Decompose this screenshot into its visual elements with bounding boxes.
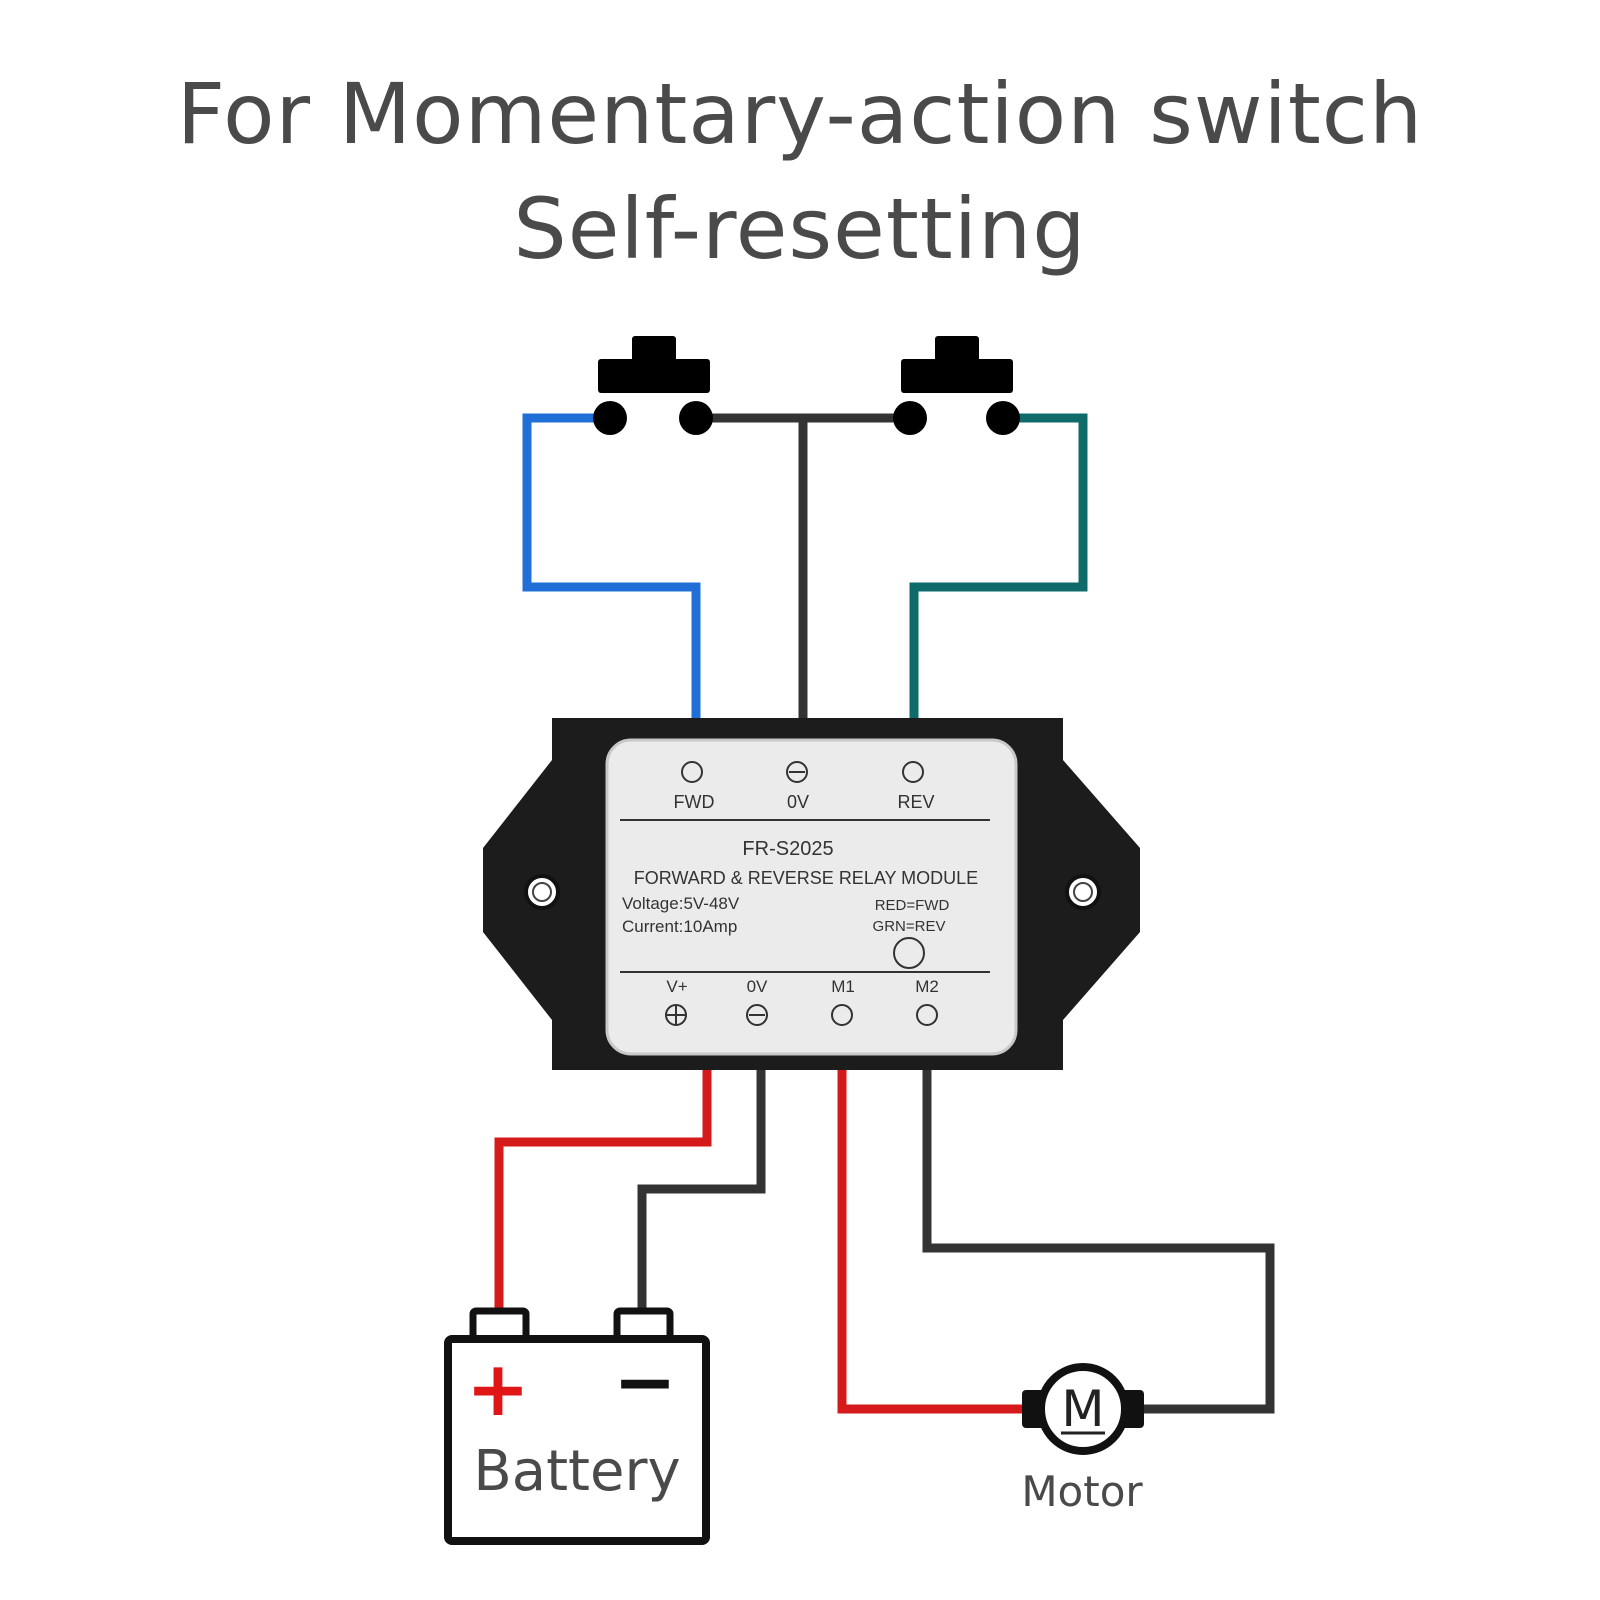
label-m2: M2 xyxy=(915,977,939,996)
wire-motor-m1 xyxy=(837,1070,1022,1414)
motor-symbol: M xyxy=(1061,1380,1104,1438)
label-fwd: FWD xyxy=(674,792,715,812)
label-vplus: V+ xyxy=(666,977,687,996)
label-0v-top: 0V xyxy=(787,792,809,812)
battery-minus-sign: − xyxy=(613,1337,677,1426)
label-0v-bottom: 0V xyxy=(747,977,768,996)
motor: M Motor xyxy=(1021,1363,1144,1516)
battery: + − Battery xyxy=(444,1307,710,1545)
motor-body xyxy=(1037,1363,1129,1455)
terminal-m1 xyxy=(831,1004,853,1026)
switch-rev xyxy=(893,336,1020,435)
terminal-0v-bottom xyxy=(746,1004,768,1026)
module-voltage: Voltage:5V-48V xyxy=(622,894,740,913)
label-m1: M1 xyxy=(831,977,855,996)
switch-fwd xyxy=(593,336,713,435)
status-led xyxy=(893,937,925,969)
title-line-1: For Momentary-action switch xyxy=(176,65,1424,163)
terminal-0v-top xyxy=(786,761,808,783)
switch-fwd-contact-1 xyxy=(593,401,627,435)
switch-rev-contact-2 xyxy=(986,401,1020,435)
mount-hole-left xyxy=(524,874,560,910)
wire-motor-m2 xyxy=(922,1070,1275,1414)
label-rev: REV xyxy=(897,792,934,812)
battery-body xyxy=(444,1335,710,1545)
title-line-2: Self-resetting xyxy=(513,180,1087,278)
battery-label: Battery xyxy=(473,1439,680,1504)
module-current: Current:10Amp xyxy=(622,917,737,936)
terminal-fwd xyxy=(681,761,703,783)
motor-label: Motor xyxy=(1021,1467,1143,1516)
relay-module: FWD 0V REV FR-S2025 FORWARD & REVERSE RE… xyxy=(483,718,1140,1070)
wire-rev xyxy=(909,413,1088,718)
led-note-green: GRN=REV xyxy=(873,918,946,935)
switch-rev-contact-1 xyxy=(893,401,927,435)
wire-fwd xyxy=(522,413,701,718)
wire-battery-negative xyxy=(637,1070,766,1308)
terminal-rev xyxy=(902,761,924,783)
battery-post-positive xyxy=(469,1307,530,1343)
terminal-m2 xyxy=(916,1004,938,1026)
mount-hole-right xyxy=(1065,874,1101,910)
battery-post-negative xyxy=(613,1307,674,1343)
led-note-red: RED=FWD xyxy=(875,897,950,914)
module-model: FR-S2025 xyxy=(742,838,833,860)
battery-plus-sign: + xyxy=(466,1344,530,1433)
wire-battery-positive xyxy=(494,1070,712,1308)
module-description: FORWARD & REVERSE RELAY MODULE xyxy=(634,868,978,888)
switch-fwd-contact-2 xyxy=(679,401,713,435)
module-label-panel xyxy=(605,738,1018,1056)
